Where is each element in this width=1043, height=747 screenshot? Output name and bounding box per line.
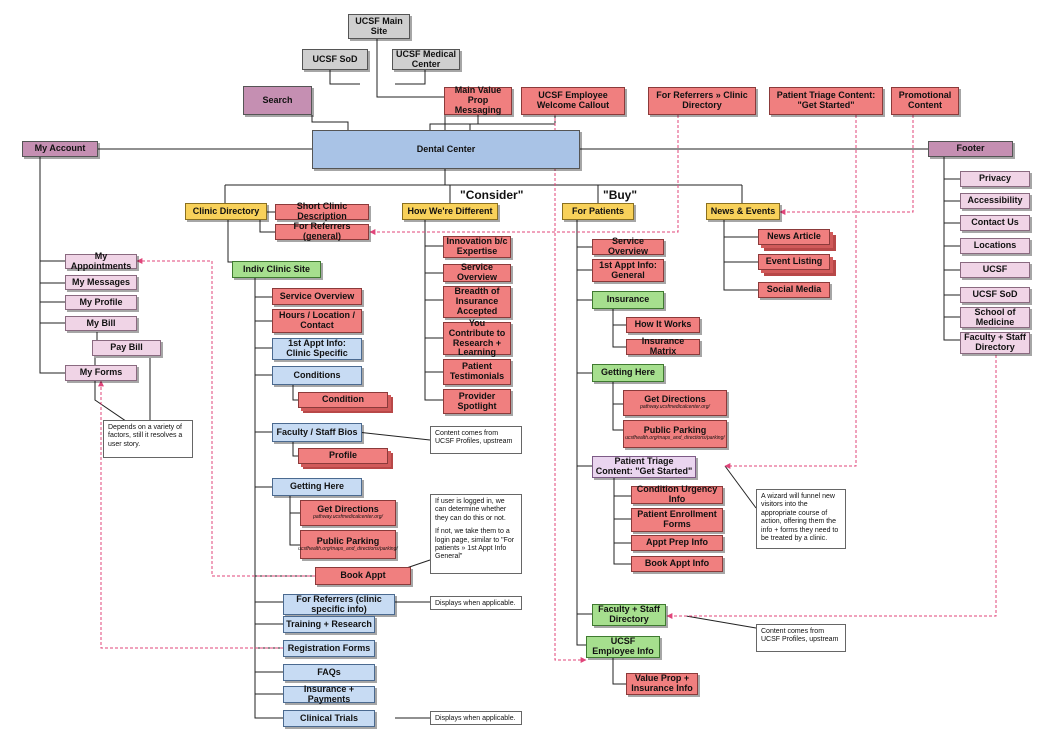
patients-get-directions-label: Get Directions [644,394,706,405]
patients-faculty-directory-node: Faculty + Staff Directory [592,604,666,626]
different-item-testimonials: Patient Testimonials [443,359,511,385]
footer-node: Footer [928,141,1013,157]
callout-employee-welcome: UCSF Employee Welcome Callout [521,87,625,115]
hours-location-contact-node: Hours / Location / Contact [272,309,362,333]
employee-info-node: UCSF Employee Info [586,636,660,658]
pay-bill-node: Pay Bill [92,340,161,356]
footer-school-of-medicine: School of Medicine [960,307,1030,328]
faqs-node: FAQs [283,664,375,681]
note-login: If user is logged in, we can determine w… [430,494,522,574]
footer-privacy: Privacy [960,171,1030,187]
my-appointments-node: My Appointments [65,251,137,270]
footer-accessibility: Accessibility [960,193,1030,209]
how-different-node: How We're Different [402,203,498,220]
callout-promotional: Promotional Content [891,87,959,115]
my-bill-node: My Bill [65,316,137,331]
patients-getting-here-node: Getting Here [592,364,664,382]
footer-locations: Locations [960,238,1030,254]
my-forms-node: My Forms [65,365,137,381]
note-account-factors: Depends on a variety of factors, still i… [103,420,193,458]
ucsf-main-site-node: UCSF Main Site [348,14,410,39]
my-account-node: My Account [22,141,98,157]
insurance-payments-node: Insurance + Payments [283,684,375,703]
different-item-innovation: Innovation b/c Expertise [443,236,511,258]
patients-public-parking-label: Public Parking [643,425,707,436]
patients-triage-node: Patient Triage Content: "Get Started" [592,456,696,478]
event-listing-node: Event Listing [758,254,830,270]
patients-public-parking-url: ucsfhealth.org/maps_and_directions/parki… [625,435,725,442]
consider-label: "Consider" [460,188,524,202]
short-clinic-description-node: Short Clinic Description [275,201,369,221]
patient-enrollment-node: Patient Enrollment Forms [631,508,723,532]
my-messages-node: My Messages [65,275,137,290]
different-item-service-overview: Service Overview [443,262,511,282]
patients-first-appt-node: 1st Appt Info: General [592,259,664,282]
news-article-node: News Article [758,229,830,245]
callout-value-prop: Main Value Prop Messaging [444,85,512,115]
patients-insurance-node: Insurance [592,291,664,309]
for-referrers-general-node: For Referrers (general) [275,221,369,241]
note-applicable-trials: Displays when applicable. [430,711,522,725]
different-item-provider-spotlight: Provider Spotlight [443,389,511,414]
clinical-trials-node: Clinical Trials [283,710,375,727]
clinic-public-parking-url: ucsfhealth.org/maps_and_directions/parki… [298,545,398,552]
callout-referrers-directory: For Referrers » Clinic Directory [648,87,756,115]
note-profiles-patients: Content comes from UCSF Profiles, upstre… [756,624,846,652]
clinic-get-directions-label: Get Directions [317,504,379,515]
profile-node: Profile [298,448,388,464]
social-media-node: Social Media [758,282,830,298]
footer-contact-us: Contact Us [960,215,1030,231]
note-applicable-referrers: Displays when applicable. [430,596,522,610]
footer-ucsf-sod: UCSF SoD [960,287,1030,303]
ucsf-sod-node: UCSF SoD [302,49,368,70]
clinic-get-directions-url: pathway.ucsfmedicalcenter.org/ [313,514,383,521]
my-profile-node: My Profile [65,295,137,310]
callout-patient-triage: Patient Triage Content: "Get Started" [769,87,883,115]
different-item-research: You Contribute to Research + Learning [443,318,511,357]
buy-label: "Buy" [603,188,638,202]
clinic-directory-node: Clinic Directory [185,203,267,220]
clinic-service-overview-node: Service Overview [272,288,362,305]
clinic-public-parking-label: Public Parking [316,535,380,546]
condition-node: Condition [298,392,388,408]
footer-ucsf: UCSF [960,262,1030,278]
patients-service-overview-node: Service Overview [592,236,664,256]
appt-prep-node: Appt Prep Info [631,535,723,551]
indiv-clinic-site-node: Indiv Clinic Site [232,261,321,278]
note-profiles-clinic: Content comes from UCSF Profiles, upstre… [430,426,522,454]
for-patients-node: For Patients [562,203,634,220]
clinic-getting-here-node: Getting Here [272,478,362,496]
note-login-line1: If user is logged in, we can determine w… [435,498,507,522]
faculty-staff-bios-node: Faculty / Staff Bios [272,423,362,442]
note-wizard: A wizard will funnel new visitors into t… [756,489,846,549]
how-it-works-node: How It Works [626,317,700,333]
registration-forms-node: Registration Forms [283,640,375,657]
referrers-clinic-specific-node: For Referrers (clinic specific info) [283,594,395,615]
condition-urgency-node: Condition Urgency Info [631,484,723,504]
book-appt-node: Book Appt [315,567,411,585]
training-research-node: Training + Research [283,616,375,633]
news-events-node: News & Events [706,203,780,220]
footer-faculty-directory: Faculty + Staff Directory [960,332,1030,354]
patients-get-directions-url: pathway.ucsfmedicalcenter.org/ [640,404,710,411]
value-prop-insurance-node: Value Prop + Insurance Info [626,673,698,695]
search-node: Search [243,86,312,115]
note-login-line2: If not, we take them to a login page, si… [435,528,515,561]
book-appt-info-node: Book Appt Info [631,556,723,572]
insurance-matrix-node: Insurance Matrix [626,336,700,356]
different-item-insurance: Breadth of Insurance Accepted [443,286,511,318]
conditions-node: Conditions [272,366,362,385]
dental-center-node: Dental Center [312,130,580,169]
ucsf-medical-center-node: UCSF Medical Center [392,49,460,70]
first-appt-clinic-node: 1st Appt Info: Clinic Specific [272,338,362,360]
